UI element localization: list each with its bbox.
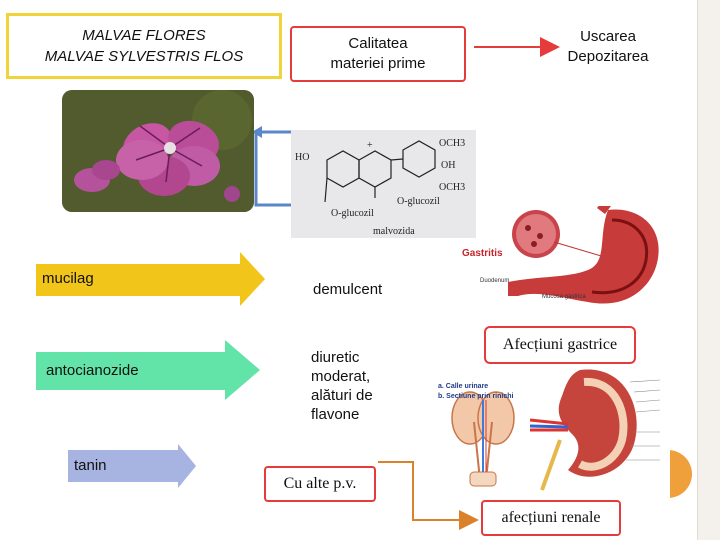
stomach-sublabel-left: Duodenum <box>480 278 509 284</box>
processing-text: Uscarea Depozitarea <box>548 27 668 67</box>
afectiuni-renale-box: afecțiuni renale <box>481 500 621 536</box>
title-box: MALVAE FLORES MALVAE SYLVESTRIS FLOS <box>6 13 282 79</box>
title-line-2: MALVAE SYLVESTRIS FLOS <box>44 48 244 65</box>
effect-diuretic: diuretic moderat, alături de flavone <box>311 348 373 424</box>
bracket-connector <box>254 130 300 207</box>
connector-cu-alte-to-renale <box>378 461 479 530</box>
mucilag-label: mucilag <box>42 270 94 287</box>
effect-demulcent: demulcent <box>313 281 383 298</box>
ho-label: HO <box>295 152 309 163</box>
stomach-gastritis-image: Gastritis Duodenum Mucosa gástrica <box>458 200 678 318</box>
effect-diuretic-line-1: diuretic <box>311 349 360 366</box>
title-line-1: MALVAE FLORES <box>82 27 206 44</box>
decorative-half-circle <box>668 450 692 498</box>
kidney-caption-b: b. Sectiune prin rinichi <box>438 393 514 400</box>
kidney-illustration: a. Calle urinare b. Sectiune prin rinich… <box>430 360 670 498</box>
oh-label: OH <box>441 160 455 171</box>
effect-diuretic-line-4: flavone <box>311 406 360 423</box>
quality-line-2: materiei prime <box>330 55 426 72</box>
malva-flower-image <box>62 90 254 212</box>
quality-box: Calitatea materiei prime <box>290 26 466 82</box>
decorative-side-band <box>697 0 720 540</box>
effect-diuretic-line-3: alături de <box>311 387 373 404</box>
gastritis-label: Gastritis <box>462 248 503 259</box>
oglucozil-left-label: O-glucozil <box>331 208 374 219</box>
cu-alte-box: Cu alte p.v. <box>264 466 376 502</box>
arrow-antocianozide <box>36 340 260 400</box>
och3-bottom-label: OCH3 <box>439 182 465 193</box>
och3-top-label: OCH3 <box>439 138 465 149</box>
antocianozide-label: antocianozide <box>46 362 139 379</box>
effect-diuretic-line-2: moderat, <box>311 368 371 385</box>
processing-line-1: Uscarea <box>580 28 636 45</box>
arrow-tanin <box>68 444 196 488</box>
tanin-label: tanin <box>74 457 107 474</box>
afectiuni-gastrice-box: Afecțiuni gastrice <box>484 326 636 364</box>
quality-line-1: Calitatea <box>348 35 408 52</box>
charge-label: + <box>367 140 373 151</box>
kidney-caption-a: a. Calle urinare <box>438 383 488 390</box>
stomach-sublabel-right: Mucosa gástrica <box>542 294 586 300</box>
bracket-arrowhead-top <box>252 126 262 138</box>
arrow-mucilag <box>36 252 265 306</box>
processing-line-2: Depozitarea <box>567 48 649 65</box>
oglucozil-right-label: O-glucozil <box>397 196 440 207</box>
malvozida-structure: HO + OCH3 OH OCH3 O-glucozil O-glucozil … <box>291 130 476 238</box>
molecule-name: malvozida <box>373 226 415 237</box>
